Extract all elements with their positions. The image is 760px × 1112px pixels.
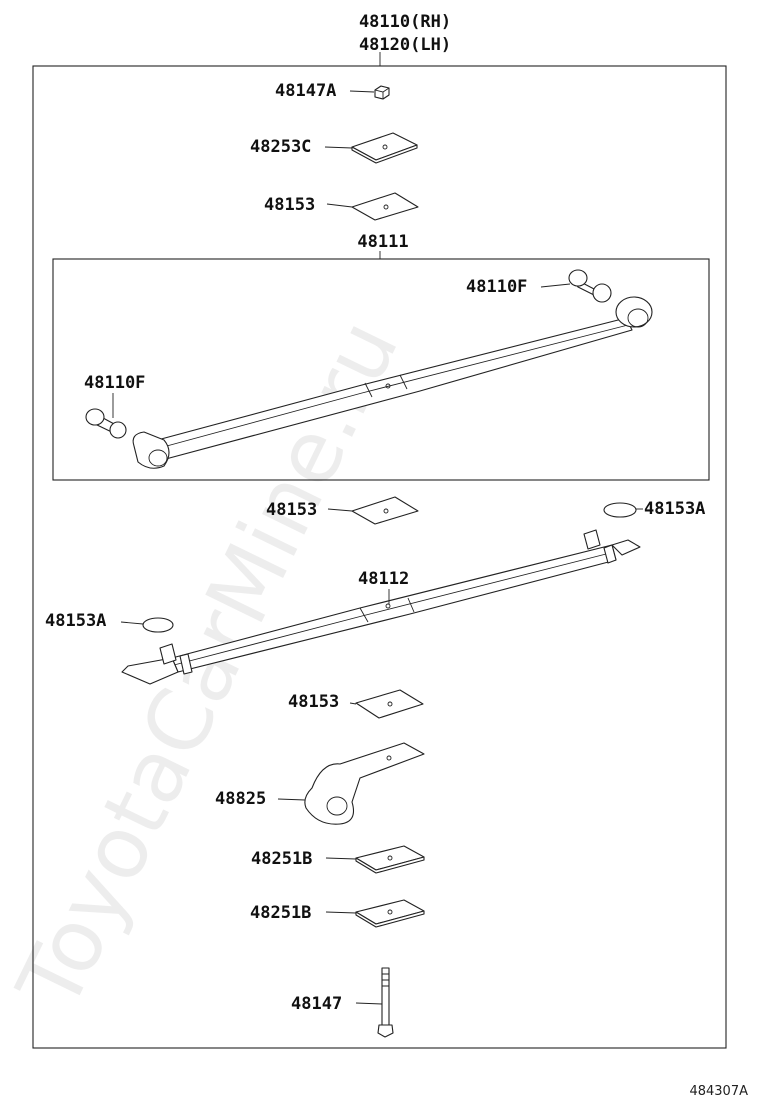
part-bushing-right[interactable]: [568, 269, 612, 303]
part-helper-leaf[interactable]: [304, 742, 425, 825]
label-48120-lh[interactable]: 48120(LH): [359, 35, 451, 55]
label-48153-1[interactable]: 48153: [264, 195, 315, 215]
label-48251B-2[interactable]: 48251B: [250, 903, 311, 923]
part-insert-1[interactable]: [351, 192, 419, 221]
diagram-reference-number: 484307A: [689, 1084, 748, 1099]
part-insert-2[interactable]: [351, 496, 419, 525]
part-plate-48253C[interactable]: [351, 132, 418, 164]
label-48153A-right[interactable]: 48153A: [644, 499, 705, 519]
part-pad-right[interactable]: [603, 502, 637, 518]
part-main-leaf-spring[interactable]: [132, 296, 653, 469]
label-48253C[interactable]: 48253C: [250, 137, 311, 157]
label-48110F-right[interactable]: 48110F: [466, 277, 527, 297]
label-48153-3[interactable]: 48153: [288, 692, 339, 712]
label-48825[interactable]: 48825: [215, 789, 266, 809]
label-48110F-left[interactable]: 48110F: [84, 373, 145, 393]
part-plate-48251B-2[interactable]: [355, 899, 425, 928]
label-48110-rh[interactable]: 48110(RH): [359, 12, 451, 32]
label-48153-2[interactable]: 48153: [266, 500, 317, 520]
assembly-frame: [32, 65, 727, 1049]
part-insert-3[interactable]: [355, 689, 424, 719]
part-bushing-left[interactable]: [85, 408, 127, 439]
label-48147[interactable]: 48147: [291, 994, 342, 1014]
label-48112[interactable]: 48112: [358, 569, 409, 589]
label-48111[interactable]: 48111: [357, 232, 408, 252]
label-48153A-left[interactable]: 48153A: [45, 611, 106, 631]
part-center-bolt[interactable]: [377, 967, 394, 1038]
part-pad-left[interactable]: [142, 617, 174, 633]
part-second-leaf[interactable]: [121, 529, 641, 685]
part-nut[interactable]: [374, 85, 390, 100]
label-48147A[interactable]: 48147A: [275, 81, 336, 101]
label-48251B-1[interactable]: 48251B: [251, 849, 312, 869]
watermark: ToyotaCarMine.ru: [0, 305, 418, 1025]
main-leaf-box: [52, 258, 710, 481]
part-plate-48251B-1[interactable]: [355, 845, 425, 874]
